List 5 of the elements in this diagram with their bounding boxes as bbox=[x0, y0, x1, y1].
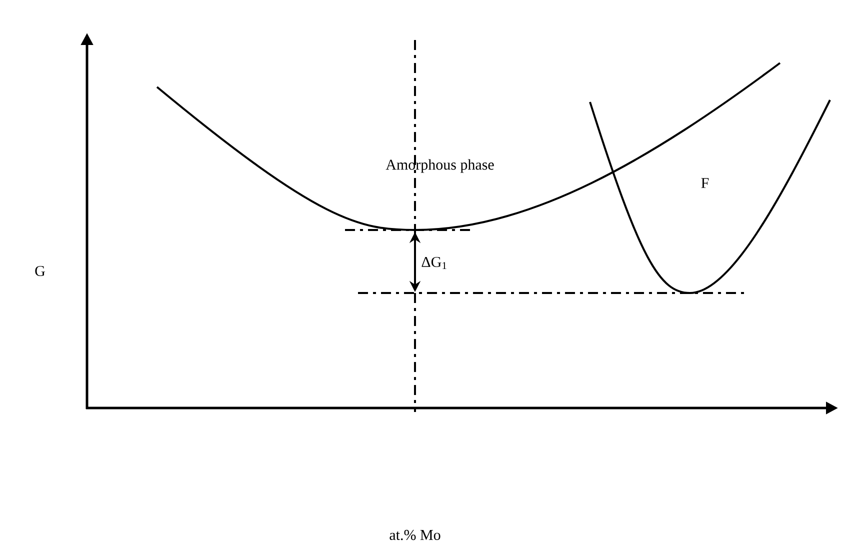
curve-label: F bbox=[701, 178, 709, 188]
axis-label: at.% Mo bbox=[390, 530, 440, 540]
curve-label: Amorphous phase bbox=[386, 159, 494, 173]
axis-label: G bbox=[35, 266, 45, 276]
dimension-label: ΔG$_{1}$ bbox=[422, 256, 446, 270]
